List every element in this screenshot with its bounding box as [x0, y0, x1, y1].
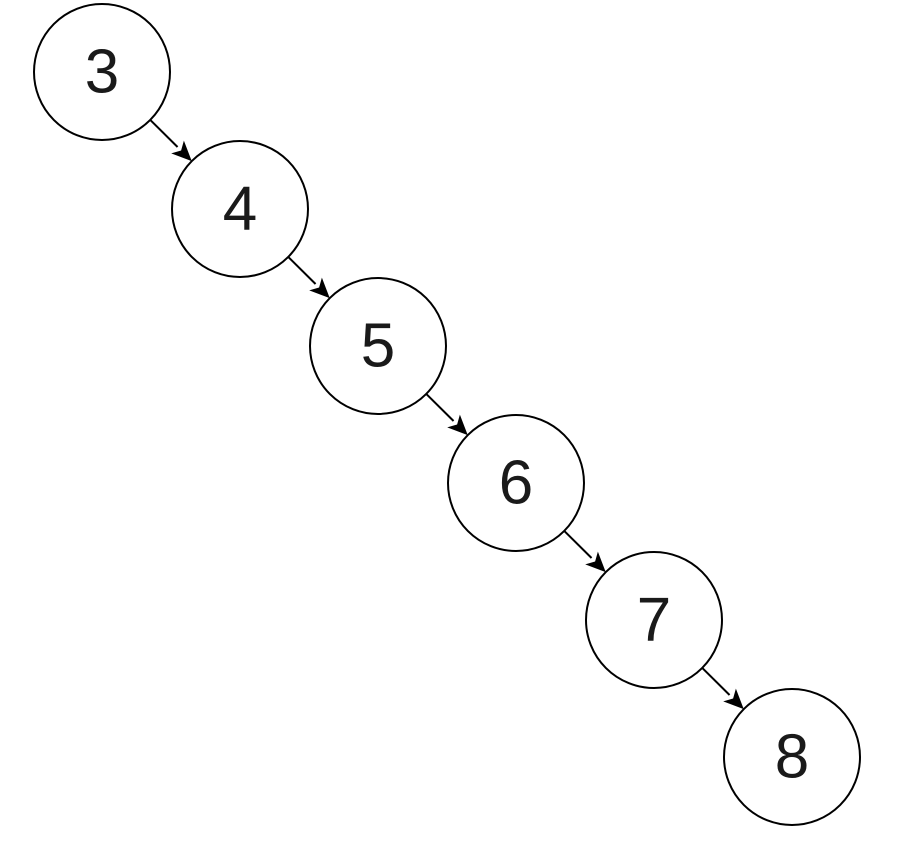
edge-n4-n5	[287, 256, 330, 299]
edge-n5-n6	[425, 393, 468, 436]
edge-line	[425, 393, 455, 422]
node-label: 6	[499, 449, 533, 518]
node-circle	[309, 277, 447, 415]
node-label: 8	[775, 723, 809, 792]
nodes-layer: 3 4 5 6 7 8	[33, 3, 861, 826]
edge-n6-n7	[563, 530, 606, 573]
node-label: 5	[361, 312, 395, 381]
arrowhead-icon	[447, 414, 468, 436]
node-6: 6	[447, 414, 585, 552]
edges-layer	[149, 119, 744, 710]
node-circle	[723, 688, 861, 826]
edge-line	[563, 530, 593, 559]
edge-line	[287, 256, 317, 285]
edge-n3-n4	[149, 119, 192, 162]
node-label: 7	[637, 586, 671, 655]
edge-line	[701, 667, 731, 696]
arrowhead-icon	[171, 140, 192, 162]
node-3: 3	[33, 3, 171, 141]
node-5: 5	[309, 277, 447, 415]
node-label: 3	[85, 38, 119, 107]
node-circle	[33, 3, 171, 141]
arrowhead-icon	[585, 551, 606, 573]
node-7: 7	[585, 551, 723, 689]
node-circle	[171, 140, 309, 278]
node-4: 4	[171, 140, 309, 278]
arrowhead-icon	[309, 277, 330, 299]
edge-line	[149, 119, 179, 148]
arrowhead-icon	[723, 688, 744, 710]
node-label: 4	[223, 175, 257, 244]
node-8: 8	[723, 688, 861, 826]
node-circle	[585, 551, 723, 689]
edge-n7-n8	[701, 667, 744, 710]
node-circle	[447, 414, 585, 552]
